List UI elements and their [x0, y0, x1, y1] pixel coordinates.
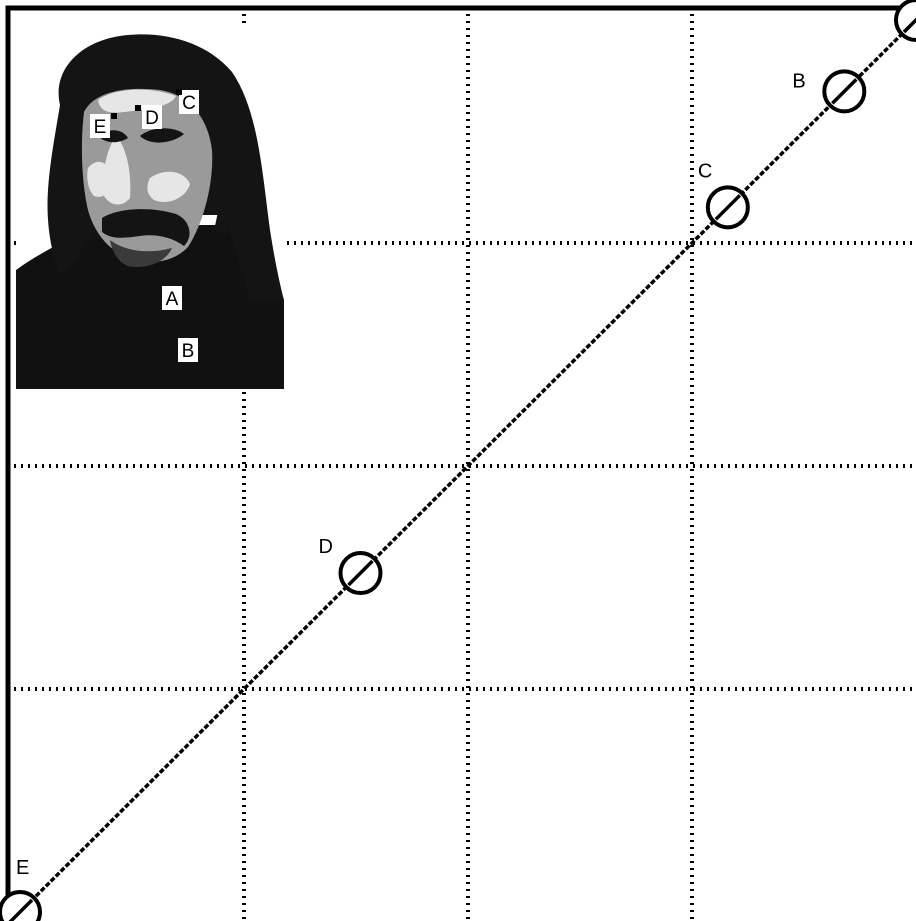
thumbnail-marker-label: C	[182, 93, 196, 114]
sample-point-dot	[135, 105, 141, 111]
thumbnail-marker-c: C	[176, 89, 199, 114]
sample-point-dot	[176, 89, 182, 95]
control-point-handle[interactable]	[0, 892, 40, 921]
thumbnail-marker-a: A	[162, 286, 182, 310]
sample-point-dot	[111, 113, 117, 119]
control-point-label: B	[792, 70, 805, 92]
thumbnail-marker-b: B	[178, 338, 198, 362]
thumbnail-marker-label: E	[94, 117, 107, 138]
thumbnail-marker-label: B	[182, 341, 195, 362]
control-point-label: C	[698, 160, 712, 182]
portrait-photo-icon	[16, 24, 284, 389]
thumbnail-marker-label: A	[166, 289, 179, 310]
thumbnail-marker-label: D	[145, 108, 159, 129]
control-point-label: E	[16, 857, 29, 879]
portrait-thumbnail: A B C D E	[16, 24, 284, 389]
control-point-label: D	[318, 536, 332, 558]
